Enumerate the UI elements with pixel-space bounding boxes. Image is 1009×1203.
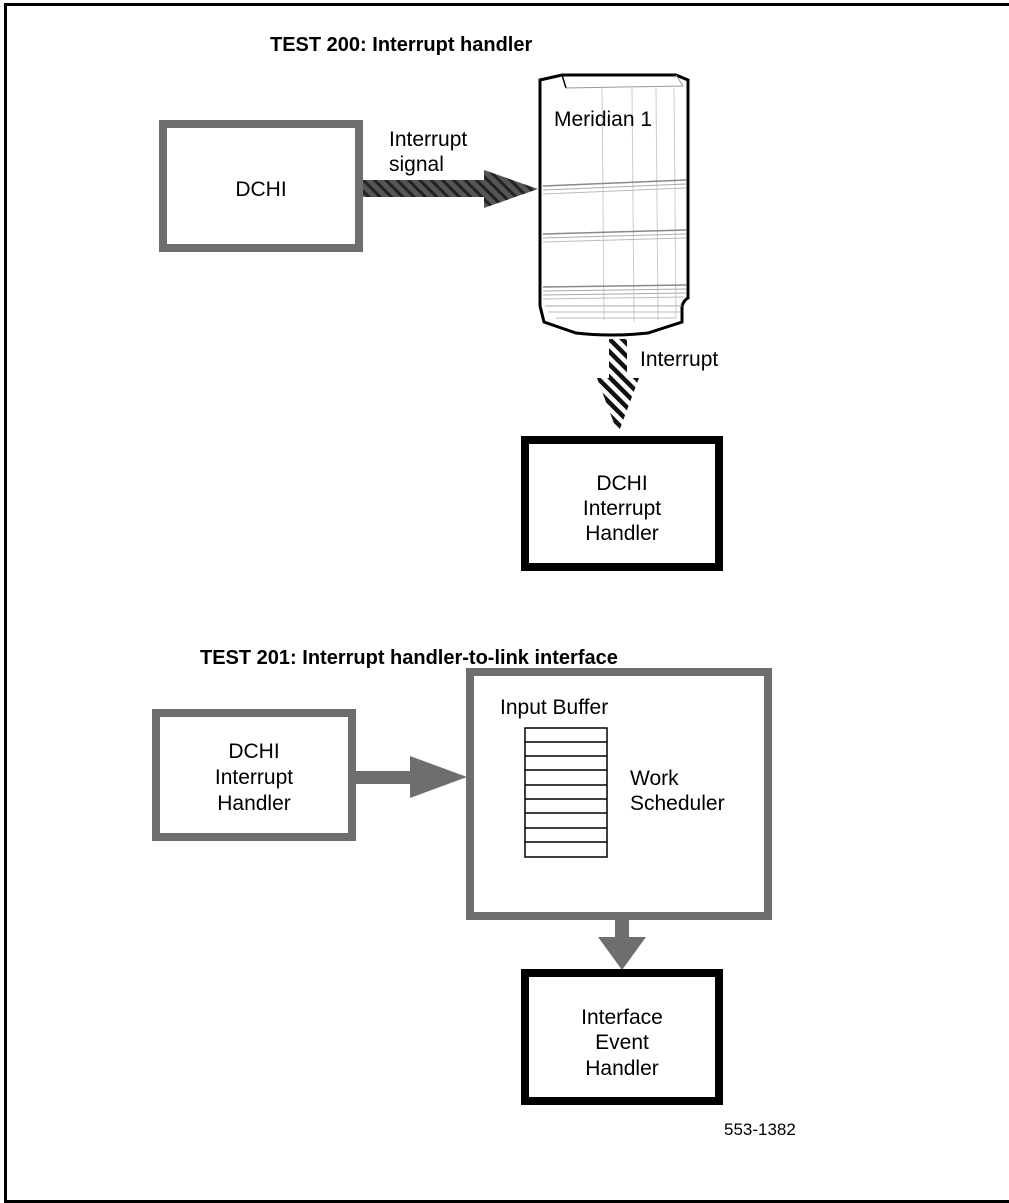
source-line2: Interrupt (215, 766, 293, 789)
cabinet-label: Meridian 1 (554, 108, 652, 131)
buffer-label: Input Buffer (500, 696, 608, 719)
dchi-interrupt-handler-box (521, 436, 723, 571)
source-handler-box (152, 709, 356, 841)
work-scheduler-box (466, 668, 772, 920)
scheduler-line1: Work (630, 767, 679, 790)
test201-title: TEST 201: Interrupt handler-to-link inte… (200, 647, 618, 669)
interrupt-label: Interrupt (640, 348, 718, 371)
handoff-arrow (356, 756, 467, 798)
handler-line1: DCHI (596, 472, 647, 495)
scheduler-line2: Scheduler (630, 792, 725, 815)
dispatch-arrow (598, 920, 646, 970)
handler-line3: Handler (585, 522, 659, 545)
source-line3: Handler (217, 792, 291, 815)
event-line1: Interface (581, 1006, 663, 1029)
dchi-label: DCHI (235, 178, 286, 201)
diagram-canvas: TEST 200: Interrupt handler DCHI Interru… (152, 34, 796, 1139)
interrupt-arrow (597, 339, 639, 434)
signal-label-line2: signal (389, 153, 444, 176)
handler-line2: Interrupt (583, 497, 661, 520)
meridian1-cabinet (538, 73, 690, 337)
interface-event-handler-box (521, 969, 723, 1105)
figure-code: 553-1382 (724, 1120, 796, 1139)
signal-label-line1: Interrupt (389, 128, 467, 151)
test200-title: TEST 200: Interrupt handler (270, 34, 532, 56)
event-line2: Event (595, 1031, 649, 1054)
event-line3: Handler (585, 1057, 659, 1080)
source-line1: DCHI (228, 740, 279, 763)
interrupt-signal-arrow (363, 170, 538, 208)
input-buffer-stack (524, 727, 608, 858)
dchi-box (159, 120, 363, 252)
